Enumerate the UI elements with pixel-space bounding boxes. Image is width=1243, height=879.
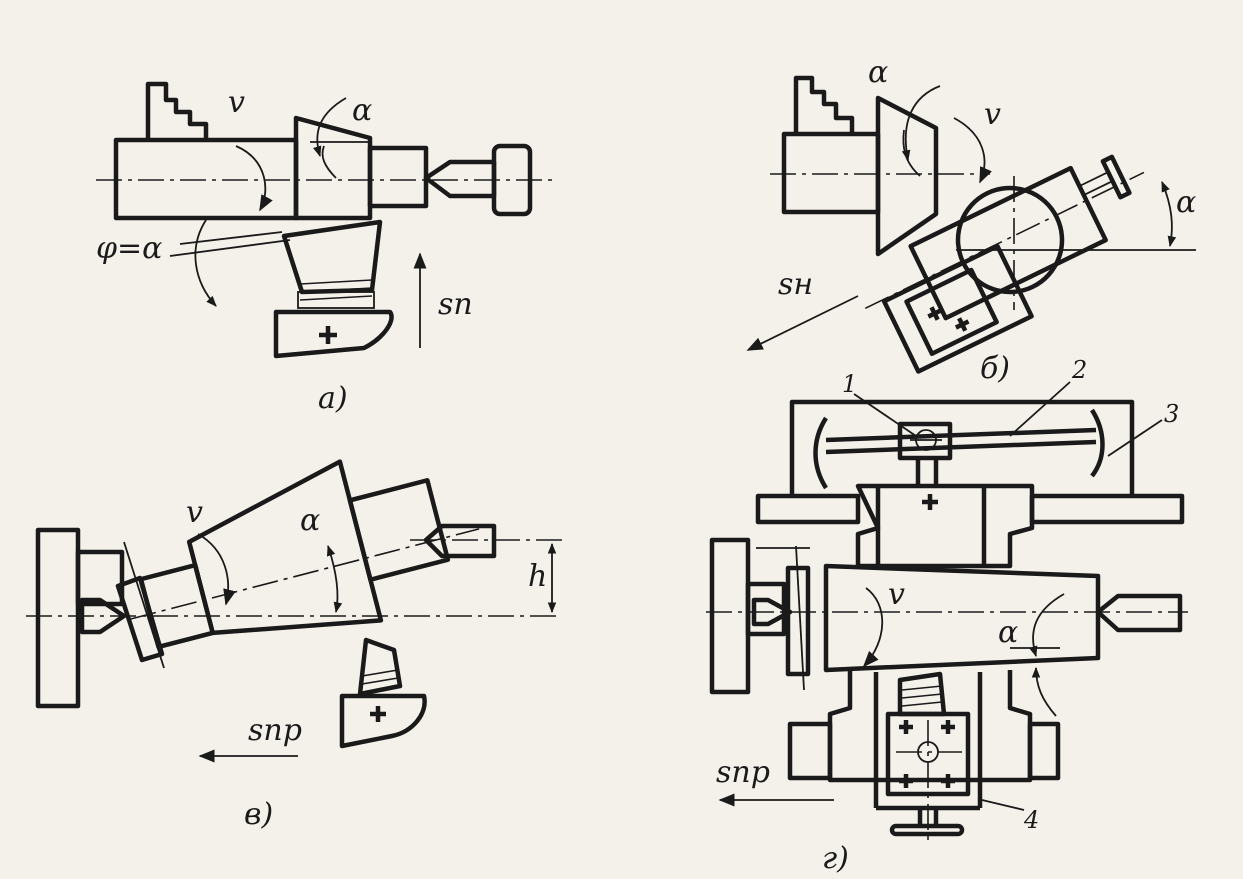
label-phi-eq-alpha: φ=α [96, 231, 162, 266]
angle-arc-phi [194, 219, 217, 307]
lathe-dog [115, 575, 165, 663]
rotation-arrow-v [197, 533, 236, 606]
label-v: v [888, 577, 905, 612]
panel-a: v α φ=α sп а) [96, 81, 552, 416]
label-feed-sp: sп [438, 287, 473, 322]
label-v: v [186, 495, 203, 530]
angle-arc-alpha [326, 544, 343, 614]
label-alpha-top: α [868, 55, 888, 90]
label-v: v [228, 85, 245, 120]
workpiece-shaft [367, 145, 429, 209]
headstock [709, 537, 751, 695]
compound-slide [908, 165, 1108, 321]
slider-block [897, 421, 953, 461]
panel-d-caption: г) [822, 841, 849, 876]
angle-arc-alpha [1029, 593, 1065, 658]
label-h: h [528, 559, 547, 594]
label-alpha: α [300, 503, 320, 538]
label-alpha-side: α [1176, 185, 1196, 220]
workpiece-small-shaft [138, 562, 215, 650]
panel-d: v α 1 2 3 [706, 356, 1188, 876]
carriage-lower [827, 670, 1033, 783]
angle-arc-alpha [313, 97, 347, 158]
tailstock-center [1095, 593, 1183, 633]
label-feed-spr: sпр [716, 755, 770, 790]
angle-arc-alpha-side [1161, 181, 1177, 248]
tool-post [339, 693, 427, 749]
cross-feed-handle [889, 823, 965, 837]
panel-c-caption: в) [244, 797, 273, 832]
tailstock-center [423, 523, 497, 559]
rotation-arrow-v [862, 587, 884, 668]
panel-c: h v α sпр в) [26, 459, 568, 832]
label-alpha: α [998, 615, 1018, 650]
label-alpha: α [352, 93, 372, 128]
carriage-upper [855, 483, 1035, 569]
feed-arrow [746, 295, 859, 351]
callout-1: 1 [842, 370, 857, 398]
headstock [35, 527, 81, 709]
rotation-arrow-v [235, 145, 273, 212]
taper-attachment-frame [789, 399, 1135, 496]
compound-handwheel [1100, 154, 1132, 200]
cutting-tool [281, 219, 383, 295]
workpiece-cone [293, 115, 373, 221]
chuck-jaw [145, 81, 209, 140]
label-feed-sn: sн [778, 267, 813, 302]
workpiece-cone [875, 95, 939, 257]
guide-ruler [825, 427, 1097, 443]
label-v: v [984, 97, 1001, 132]
callout-4: 4 [1023, 806, 1039, 834]
callout-3: 3 [1164, 400, 1179, 428]
tailstock-center [423, 159, 497, 199]
chuck-body [113, 137, 299, 221]
lathe-dog [785, 565, 811, 677]
workpiece-large-shaft [347, 478, 451, 582]
callout-2: 2 [1071, 356, 1087, 384]
workpiece [823, 563, 1101, 673]
plus-mark [319, 326, 337, 344]
tool-post [273, 309, 394, 359]
panel-a-caption: а) [318, 381, 348, 416]
workpiece-cone [186, 459, 384, 636]
rotation-arrow-v [953, 117, 992, 184]
panel-b-caption: б) [980, 351, 1010, 386]
driving-center [79, 597, 127, 635]
chuck-body [781, 131, 881, 215]
label-feed-spr: sпр [248, 713, 302, 748]
panel-b: α v α sн б) [746, 55, 1196, 386]
chuck-jaw [793, 75, 855, 134]
cutting-tool [357, 637, 403, 697]
